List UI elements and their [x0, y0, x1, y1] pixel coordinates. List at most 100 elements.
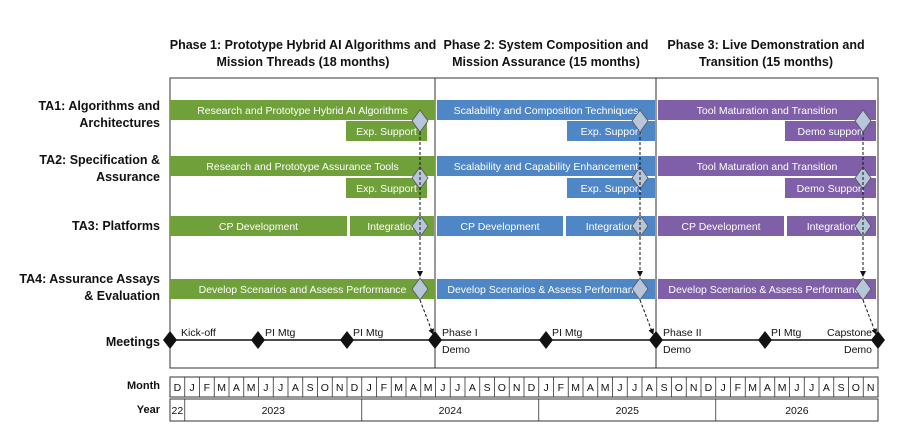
month-cell-33: A — [646, 382, 653, 394]
bar-10-label: Exp. Support — [581, 183, 642, 195]
month-cell-36: N — [690, 382, 698, 394]
month-cell-47: O — [852, 382, 860, 394]
phase3-title-l2: Transition (15 months) — [699, 55, 833, 69]
bar-6-label: Demo support — [798, 126, 864, 138]
month-cell-11: O — [321, 382, 329, 394]
meeting-6-label: Phase II — [663, 327, 702, 339]
month-cell-28: M — [571, 382, 580, 394]
row-ta4-label-l1: TA4: Assurance Assays — [19, 272, 160, 286]
bar-21 — [658, 279, 876, 299]
meeting-2-label: PI Mtg — [265, 327, 296, 339]
month-cell-7: J — [263, 382, 268, 394]
month-cell-46: S — [838, 382, 845, 394]
bar-18 — [787, 216, 876, 236]
dependency-arrow-4 — [639, 299, 655, 335]
meeting-diamond-2 — [251, 331, 265, 349]
month-cell-3: F — [204, 382, 210, 394]
month-cell-38: J — [721, 382, 726, 394]
bar-16-label: Integration — [586, 221, 636, 233]
month-cell-43: J — [794, 382, 799, 394]
bar-21-label: Develop Scenarios & Assess Performance — [668, 284, 865, 296]
bar-2-label: Exp. Support — [356, 126, 417, 138]
dependency-arrow-6 — [862, 299, 878, 335]
month-cell-20: J — [455, 382, 460, 394]
row-ta1-label-l1: TA1: Algorithms and — [38, 99, 160, 113]
month-cell-4: M — [217, 382, 226, 394]
month-cell-39: F — [735, 382, 741, 394]
month-cell-41: A — [764, 382, 771, 394]
bar-4-label: Exp. Support — [581, 126, 642, 138]
month-cell-2: J — [190, 382, 195, 394]
bar-11-label: Tool Maturation and Transition — [697, 161, 838, 173]
bar-3 — [437, 100, 655, 120]
year-cell-5: 2026 — [785, 405, 809, 417]
bar-12 — [785, 178, 876, 198]
bar-4 — [567, 121, 655, 141]
bar-15-label: CP Development — [460, 221, 539, 233]
month-cell-40: M — [748, 382, 757, 394]
bar-6 — [785, 121, 876, 141]
bar-7-label: Research and Prototype Assurance Tools — [206, 161, 398, 173]
bar-20-label: Develop Scenarios & Assess Performance — [447, 284, 644, 296]
year-cell-3: 2024 — [439, 405, 463, 417]
meeting-diamond-6 — [649, 331, 663, 349]
month-label: Month — [127, 380, 160, 392]
bar-1 — [170, 100, 435, 120]
bar-14-label: Integration — [367, 221, 417, 233]
year-cell-1: 22 — [172, 405, 184, 417]
month-cell-48: N — [867, 382, 875, 394]
phase1-title-l2: Mission Threads (18 months) — [217, 55, 390, 69]
meeting-4-label-l2: Demo — [442, 344, 470, 356]
month-cell-25: D — [528, 382, 536, 394]
month-cell-32: J — [632, 382, 637, 394]
month-cell-12: N — [336, 382, 344, 394]
year-cell-2: 2023 — [262, 405, 286, 417]
meeting-6-label-l2: Demo — [663, 344, 691, 356]
month-cell-22: S — [484, 382, 491, 394]
meeting-8-label: Capstone — [827, 327, 872, 339]
row-ta4-label-l2: & Evaluation — [84, 289, 160, 303]
month-cell-19: J — [440, 382, 445, 394]
bar-13-label: CP Development — [219, 221, 298, 233]
bar-19 — [170, 279, 435, 299]
month-cell-31: J — [617, 382, 622, 394]
month-cell-30: M — [601, 382, 610, 394]
year-cell-4: 2025 — [616, 405, 640, 417]
bar-7 — [170, 156, 435, 176]
bar-8-label: Exp. Support — [356, 183, 417, 195]
bar-8 — [346, 178, 427, 198]
month-cell-26: J — [544, 382, 549, 394]
month-cell-17: A — [410, 382, 417, 394]
month-cell-27: F — [558, 382, 564, 394]
row-ta2-label-l1: TA2: Specification & — [39, 153, 160, 167]
bar-10 — [567, 178, 655, 198]
month-cell-16: M — [394, 382, 403, 394]
bar-5-label: Tool Maturation and Transition — [697, 105, 838, 117]
bar-9-label: Scalability and Capability Enhancement — [454, 161, 639, 173]
bar-11 — [658, 156, 876, 176]
year-row-frame — [169, 398, 879, 422]
meeting-3-label: PI Mtg — [353, 327, 384, 339]
row-ta2-label-l2: Assurance — [96, 170, 160, 184]
month-cell-10: S — [307, 382, 314, 394]
meeting-diamond-7 — [758, 331, 772, 349]
month-cell-44: J — [809, 382, 814, 394]
bar-15 — [437, 216, 563, 236]
bar-17-label: CP Development — [681, 221, 760, 233]
bar-5 — [658, 100, 876, 120]
bar-14 — [350, 216, 434, 236]
meeting-diamond-3 — [340, 331, 354, 349]
phase1-title-l1: Phase 1: Prototype Hybrid AI Algorithms … — [170, 38, 436, 52]
month-cell-1: D — [174, 382, 182, 394]
month-cell-14: J — [367, 382, 372, 394]
meeting-7-label: PI Mtg — [771, 327, 802, 339]
month-cell-15: F — [381, 382, 387, 394]
month-cell-18: M — [424, 382, 433, 394]
bar-17 — [658, 216, 784, 236]
dependency-arrow-2 — [419, 299, 435, 335]
bar-9 — [437, 156, 655, 176]
year-label: Year — [137, 404, 161, 416]
bar-20 — [437, 279, 655, 299]
meetings-label: Meetings — [106, 335, 160, 349]
